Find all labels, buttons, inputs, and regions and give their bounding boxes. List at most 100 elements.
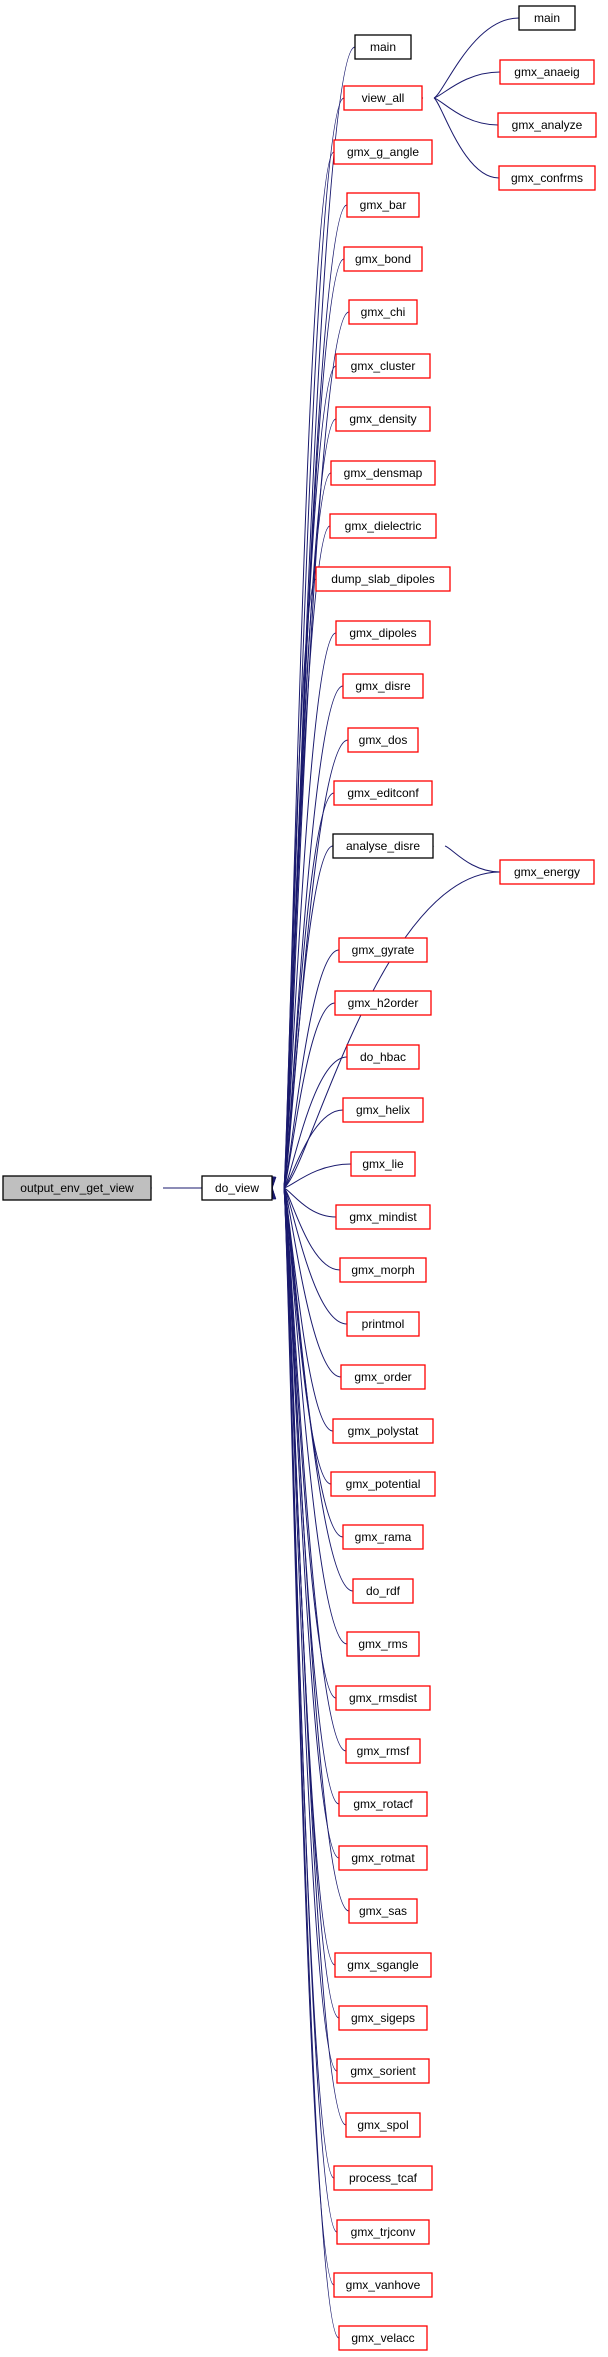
node-label: gmx_dielectric	[345, 519, 422, 533]
node-gmx-spol[interactable]: gmx_spol	[345, 2112, 421, 2138]
node-do-rdf[interactable]: do_rdf	[352, 1578, 414, 1604]
node-gmx-g-angle[interactable]: gmx_g_angle	[333, 139, 433, 165]
node-gmx-morph[interactable]: gmx_morph	[339, 1257, 427, 1283]
node-gmx-analyze[interactable]: gmx_analyze	[497, 112, 597, 138]
node-box	[343, 85, 423, 111]
node-box	[332, 1418, 434, 1444]
node-gmx-polystat[interactable]: gmx_polystat	[332, 1418, 434, 1444]
node-gmx-dielectric[interactable]: gmx_dielectric	[329, 513, 437, 539]
node-analyse-disre[interactable]: analyse_disre	[332, 833, 434, 859]
edge-gmx_trjconv-to-do_view	[265, 1177, 338, 2233]
node-gmx-rmsf[interactable]: gmx_rmsf	[345, 1738, 421, 1764]
node-box	[338, 1845, 428, 1871]
node-gmx-bar[interactable]: gmx_bar	[346, 192, 420, 218]
node-main-1[interactable]: main	[354, 34, 412, 60]
node-gmx-sorient[interactable]: gmx_sorient	[336, 2058, 430, 2084]
node-dump-slab-dipoles[interactable]: dump_slab_dipoles	[315, 566, 451, 592]
node-box	[330, 460, 436, 486]
node-gmx-disre[interactable]: gmx_disre	[342, 673, 424, 699]
node-label: gmx_rama	[355, 1530, 412, 1544]
node-gmx-editconf[interactable]: gmx_editconf	[333, 780, 433, 806]
edge-line	[283, 578, 317, 1189]
node-printmol[interactable]: printmol	[346, 1311, 420, 1337]
node-label: gmx_velacc	[351, 2331, 414, 2345]
node-gmx-rama[interactable]: gmx_rama	[342, 1524, 424, 1550]
node-gmx-rmsdist[interactable]: gmx_rmsdist	[335, 1685, 431, 1711]
node-label: printmol	[362, 1317, 405, 1331]
edge-gmx_sigeps-to-do_view	[265, 1176, 340, 2019]
node-gmx-anaeig[interactable]: gmx_anaeig	[499, 59, 595, 85]
node-box	[315, 566, 451, 592]
node-label: gmx_disre	[355, 679, 411, 693]
edge-line	[283, 1187, 347, 1752]
node-label: do_view	[215, 1181, 259, 1195]
node-box	[335, 1204, 431, 1230]
node-gmx-density[interactable]: gmx_density	[335, 406, 431, 432]
node-view-all[interactable]: view_all	[343, 85, 423, 111]
edge-line	[283, 1187, 347, 2126]
node-gmx-densmap[interactable]: gmx_densmap	[330, 460, 436, 486]
node-gmx-energy[interactable]: gmx_energy	[499, 859, 595, 885]
node-gmx-dos[interactable]: gmx_dos	[347, 727, 419, 753]
node-do-view[interactable]: do_view	[201, 1175, 273, 1201]
node-gmx-confrms[interactable]: gmx_confrms	[498, 165, 596, 191]
node-gmx-gyrate[interactable]: gmx_gyrate	[338, 937, 428, 963]
node-box	[348, 299, 418, 325]
edge-line	[283, 632, 337, 1189]
node-box	[338, 937, 428, 963]
node-label: gmx_bond	[355, 252, 411, 266]
node-box	[497, 112, 597, 138]
node-box	[334, 1952, 432, 1978]
node-box	[352, 1578, 414, 1604]
node-box	[333, 780, 433, 806]
node-label: process_tcaf	[349, 2171, 418, 2185]
node-gmx-helix[interactable]: gmx_helix	[342, 1097, 424, 1123]
node-label: gmx_order	[354, 1370, 411, 1384]
node-gmx-h2order[interactable]: gmx_h2order	[334, 990, 432, 1016]
edge-line	[283, 1109, 344, 1189]
node-box	[335, 620, 431, 646]
node-label: gmx_energy	[514, 865, 580, 879]
node-gmx-rms[interactable]: gmx_rms	[346, 1631, 420, 1657]
node-gmx-dipoles[interactable]: gmx_dipoles	[335, 620, 431, 646]
node-gmx-sgangle[interactable]: gmx_sgangle	[334, 1952, 432, 1978]
node-gmx-order[interactable]: gmx_order	[340, 1364, 426, 1390]
node-box	[518, 5, 576, 31]
edge-line	[283, 1187, 354, 1592]
edge-gmx_dos-to-do_view	[264, 739, 349, 1200]
node-gmx-mindist[interactable]: gmx_mindist	[335, 1204, 431, 1230]
node-main-2[interactable]: main	[518, 5, 576, 31]
node-box	[329, 513, 437, 539]
node-box	[333, 139, 433, 165]
node-label: gmx_sigeps	[351, 2011, 415, 2025]
edge-gmx_spol-to-do_view	[265, 1176, 347, 2126]
node-process-tcaf[interactable]: process_tcaf	[333, 2165, 433, 2191]
node-box	[336, 2219, 430, 2245]
node-box	[335, 353, 431, 379]
node-gmx-lie[interactable]: gmx_lie	[350, 1151, 416, 1177]
node-gmx-rotacf[interactable]: gmx_rotacf	[338, 1791, 428, 1817]
node-box	[2, 1175, 152, 1201]
node-gmx-trjconv[interactable]: gmx_trjconv	[336, 2219, 430, 2245]
edge-line	[433, 17, 520, 99]
edge-gmx_anaeig-to-view_all	[410, 71, 501, 106]
node-gmx-velacc[interactable]: gmx_velacc	[338, 2325, 428, 2351]
node-gmx-potential[interactable]: gmx_potential	[330, 1471, 436, 1497]
node-label: gmx_polystat	[348, 1424, 419, 1438]
edge-gmx_rmsf-to-do_view	[264, 1176, 347, 1752]
node-gmx-bond[interactable]: gmx_bond	[343, 246, 423, 272]
edge-line	[283, 311, 350, 1189]
edge-gmx_energy-to-analyse_disre	[421, 838, 501, 873]
node-label: gmx_spol	[357, 2118, 408, 2132]
edge-gmx_gyrate-to-do_view	[262, 949, 340, 1200]
node-gmx-chi[interactable]: gmx_chi	[348, 299, 418, 325]
node-gmx-rotmat[interactable]: gmx_rotmat	[338, 1845, 428, 1871]
node-gmx-cluster[interactable]: gmx_cluster	[335, 353, 431, 379]
edge-line	[283, 525, 331, 1189]
edge-line	[283, 1187, 341, 1271]
node-do-hbac[interactable]: do_hbac	[346, 1044, 420, 1070]
node-gmx-sas[interactable]: gmx_sas	[348, 1898, 418, 1924]
node-gmx-sigeps[interactable]: gmx_sigeps	[338, 2005, 428, 2031]
node-gmx-vanhove[interactable]: gmx_vanhove	[333, 2272, 433, 2298]
node-output-env-get-view[interactable]: output_env_get_view	[2, 1175, 152, 1201]
